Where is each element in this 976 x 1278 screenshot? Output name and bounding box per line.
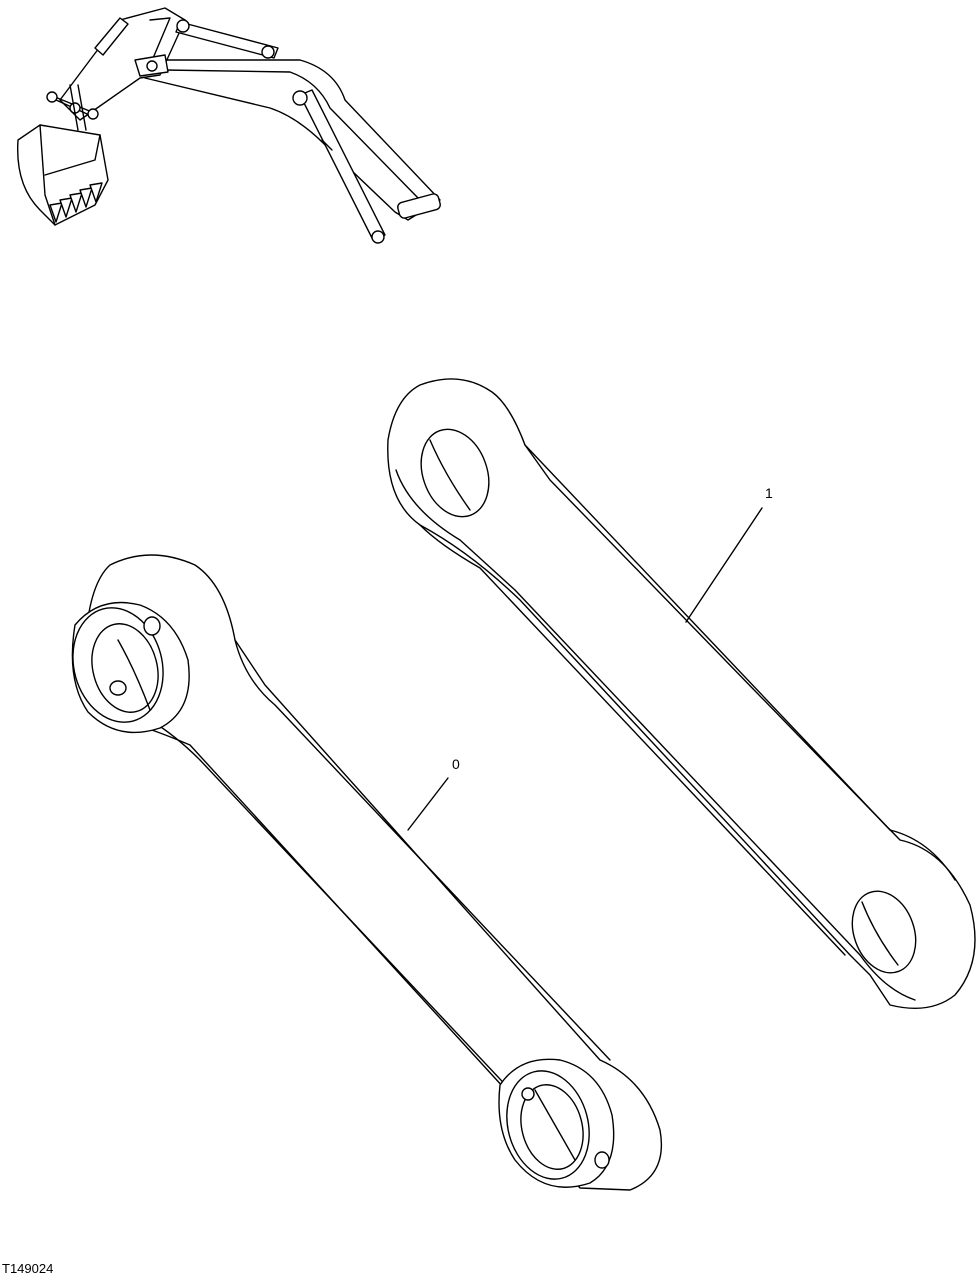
bucket-teeth — [49, 182, 103, 223]
lower-link-edge-b — [234, 639, 611, 1061]
callout-0-label: 0 — [452, 756, 460, 772]
upper-link-body — [387, 378, 976, 1010]
machine-locator-illustration — [16, 7, 441, 244]
grease-hole-3 — [521, 1087, 535, 1101]
callout-0-leader — [407, 777, 449, 831]
grease-hole-1 — [143, 616, 161, 636]
figure-identifier: T149024 — [2, 1261, 54, 1276]
upper-link-part — [387, 378, 976, 1010]
upper-link-top-edge — [419, 524, 846, 956]
bucket-cylinder — [94, 17, 129, 56]
boom-cylinder — [299, 89, 386, 241]
grease-hole-4 — [594, 1151, 610, 1169]
upper-link-bore-top — [420, 428, 490, 518]
callout-1-leader — [685, 507, 763, 623]
callout-0: 0 — [407, 756, 460, 831]
upper-link-thickness — [395, 469, 916, 1001]
boom-inner-line — [164, 69, 421, 201]
callout-1-label: 1 — [765, 485, 773, 501]
grease-hole-2 — [109, 680, 127, 696]
lower-link-part — [71, 554, 662, 1191]
callout-1: 1 — [685, 485, 773, 623]
upper-link-bore-bottom — [851, 890, 917, 974]
boom-outline — [144, 59, 441, 221]
